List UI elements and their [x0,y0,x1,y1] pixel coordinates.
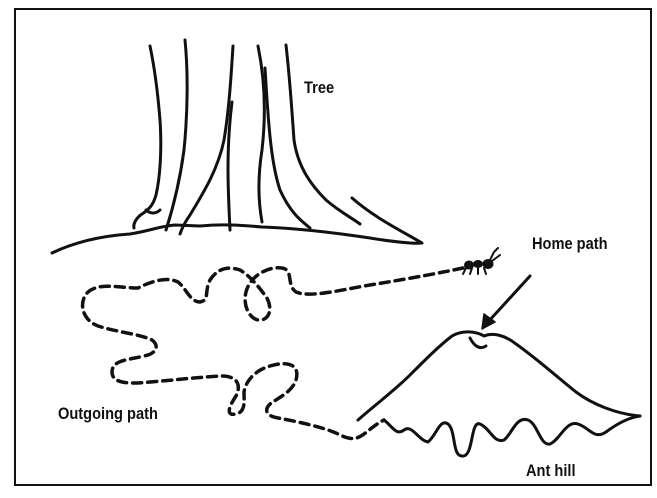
ant-hill-label: Ant hill [526,461,576,481]
home-path-label: Home path [532,234,608,254]
ant-icon [463,248,500,274]
tree-label: Tree [304,78,334,98]
outgoing-path-label: Outgoing path [58,404,158,424]
tree-drawing [52,40,422,253]
home-path-arrow [488,276,530,322]
ant-hill-drawing [358,332,640,456]
